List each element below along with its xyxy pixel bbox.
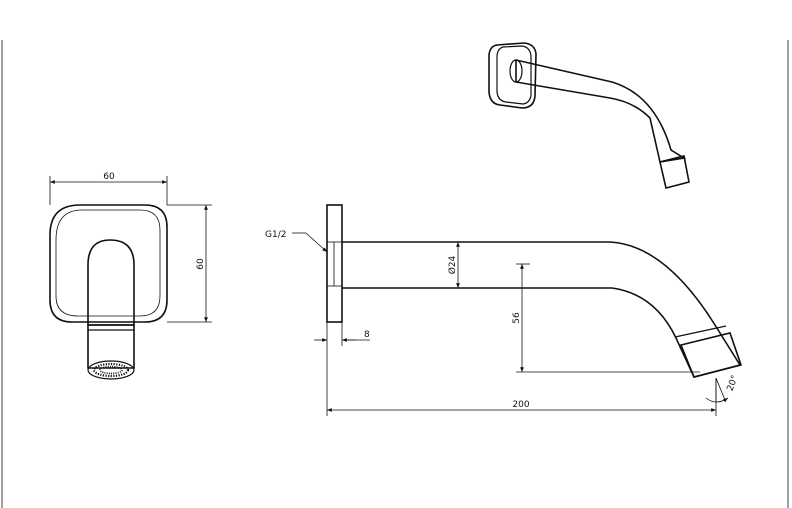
thread-size-label: G1/2: [265, 230, 286, 240]
side-spout: [342, 241, 742, 378]
iso-wall-plate: [488, 42, 537, 109]
isometric-view: [488, 42, 690, 189]
front-width-dimension: 60: [103, 172, 115, 182]
outlet-angle-dimension: 20°: [726, 374, 741, 392]
iso-spout: [515, 58, 687, 163]
front-wall-plate-inner: [55, 209, 161, 317]
iso-wall-plate-face: [496, 45, 532, 105]
drop-height-dimension: 56: [512, 312, 522, 324]
side-wall-plate: [326, 204, 343, 323]
front-spout-tube: [87, 239, 135, 326]
overall-length-dimension: 200: [512, 400, 529, 410]
side-aerator: [679, 332, 743, 378]
front-wall-plate: [49, 204, 168, 323]
front-height-dimension: 60: [196, 258, 206, 270]
iso-spout-base: [509, 59, 523, 83]
side-view: G1/2 Ø24 56 8 200 20°: [265, 204, 743, 416]
pipe-diameter-dimension: Ø24: [447, 255, 458, 274]
front-view: 60 60: [49, 172, 212, 380]
front-aerator-mesh: [87, 360, 135, 380]
sheet-border: [1, 40, 789, 508]
plate-thickness-dimension: 8: [364, 330, 370, 340]
